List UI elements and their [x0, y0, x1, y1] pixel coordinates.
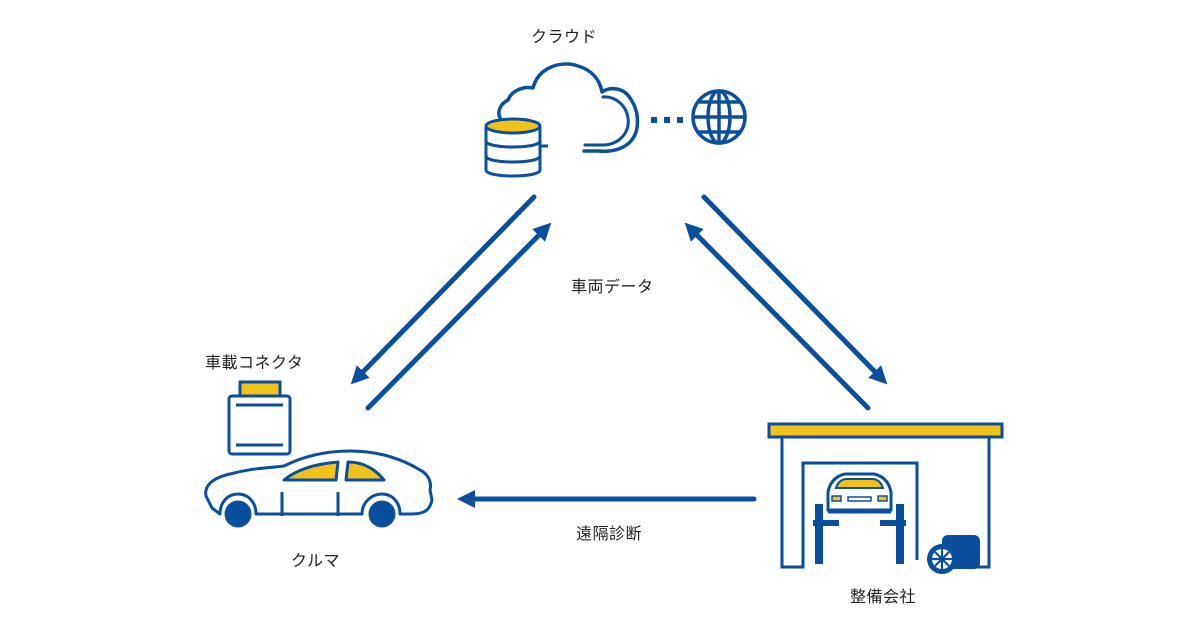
- connection-dots-icon: [651, 117, 683, 123]
- database-icon: [484, 117, 548, 178]
- garage-label: 整備会社: [850, 587, 917, 606]
- arrows: [350, 194, 888, 508]
- cloud-label: クラウド: [531, 27, 598, 46]
- arrow-cloud-to-garage: [701, 194, 888, 385]
- arrow-car-to-cloud: [365, 222, 552, 411]
- car-icon: [204, 449, 434, 528]
- obd-connector-icon: [227, 380, 292, 456]
- tire-stack-icon: [927, 535, 980, 574]
- car-label: クルマ: [291, 551, 341, 570]
- connector-label: 車載コネクタ: [205, 353, 304, 372]
- globe-icon: [691, 89, 747, 145]
- remote-diagnosis-label: 遠隔診断: [576, 524, 643, 543]
- car-lift-icon: [813, 472, 906, 564]
- garage-icon: [767, 422, 1004, 569]
- arrow-cloud-to-car: [350, 194, 537, 385]
- arrow-garage-to-cloud: [684, 222, 871, 411]
- vehicle-data-label: 車両データ: [571, 277, 654, 296]
